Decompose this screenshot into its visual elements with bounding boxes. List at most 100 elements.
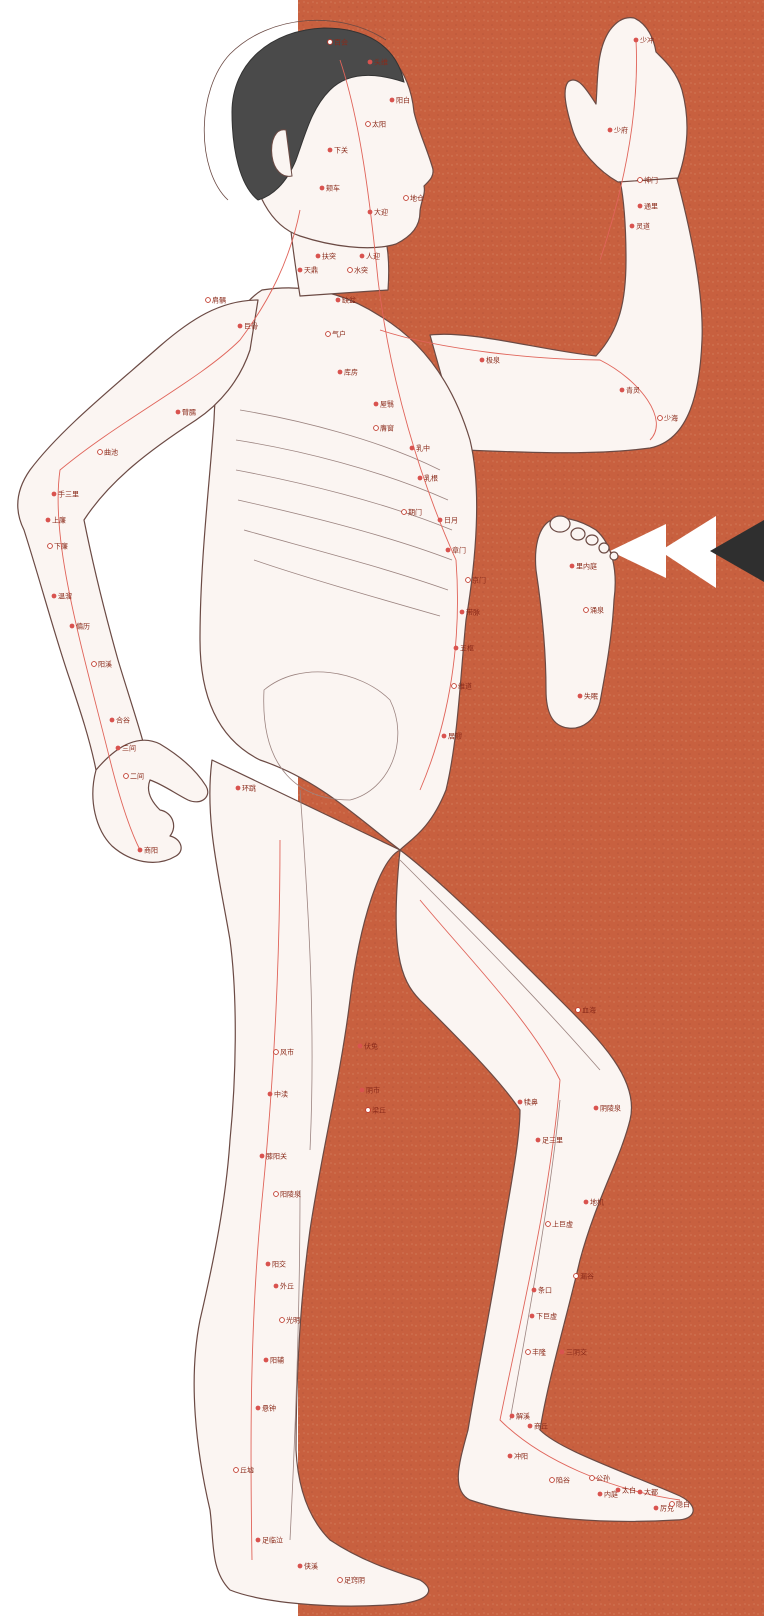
acupoint-marker <box>654 1506 659 1511</box>
acupoint-label: 阴陵泉 <box>600 1104 621 1113</box>
acupoint-label: 少海 <box>664 414 678 423</box>
acupoint-label: 五枢 <box>460 644 474 653</box>
acupoint-label: 足三里 <box>542 1137 563 1145</box>
acupoint-marker <box>452 684 457 689</box>
acupoint-marker <box>630 224 635 229</box>
acupoint-label: 曲池 <box>104 448 118 457</box>
toe <box>610 552 618 560</box>
acupoint-marker <box>238 324 243 329</box>
acupoint-label: 梁丘 <box>372 1106 386 1115</box>
acupoint-marker <box>570 564 575 569</box>
acupoint-marker <box>52 492 57 497</box>
acupoint-marker <box>410 446 415 451</box>
acupoint-label: 屋翳 <box>380 401 394 409</box>
acupoint-label: 阳溪 <box>98 660 112 669</box>
acupoint-label: 风市 <box>280 1048 294 1057</box>
acupoint-marker <box>92 662 97 667</box>
acupoint-label: 上巨虚 <box>552 1220 573 1229</box>
acupoint-marker <box>360 1088 365 1093</box>
acupoint-label: 足临泣 <box>262 1536 283 1545</box>
acupoint-marker <box>316 254 321 259</box>
acupoint-marker <box>368 210 373 215</box>
acupoint-label: 商阳 <box>144 846 158 855</box>
acupoint-marker <box>528 1424 533 1429</box>
acupoint-label: 章门 <box>452 546 466 555</box>
acupoint-marker <box>584 608 589 613</box>
acupoint-label: 缺盆 <box>342 296 356 305</box>
acupoint-label: 太阳 <box>372 120 386 129</box>
acupoint-label: 伏兔 <box>364 1042 378 1051</box>
acupoint-label: 神门 <box>644 176 658 185</box>
acupoint-label: 陷谷 <box>556 1476 570 1485</box>
acupoint-label: 大都 <box>644 1488 658 1497</box>
acupoint-marker <box>336 298 341 303</box>
back-hand <box>93 740 208 862</box>
acupoint-marker <box>256 1406 261 1411</box>
acupoint-label: 期门 <box>408 508 422 517</box>
acupoint-marker <box>268 1092 273 1097</box>
acupoint-marker <box>510 1414 515 1419</box>
acupoint-label: 通里 <box>644 202 658 211</box>
acupoint-marker <box>110 718 115 723</box>
acupoint-label: 隐白 <box>676 1500 690 1509</box>
acupoint-marker <box>446 548 451 553</box>
acupoint-label: 条口 <box>538 1286 552 1295</box>
acupoint-label: 维道 <box>458 682 472 691</box>
acupoint-marker <box>620 388 625 393</box>
acupoint-marker <box>508 1454 513 1459</box>
toe <box>599 543 609 553</box>
acupoint-label: 人迎 <box>366 252 380 261</box>
acupoint-marker <box>536 1138 541 1143</box>
acupoint-label: 下巨虚 <box>536 1312 557 1321</box>
acupoint-label: 大迎 <box>374 208 388 217</box>
acupoint-marker <box>658 416 663 421</box>
acupoint-marker <box>116 746 121 751</box>
acupoint-label: 合谷 <box>116 716 130 725</box>
acupoint-label: 阳陵泉 <box>280 1190 301 1199</box>
acupoint-marker <box>460 610 465 615</box>
acupoint-marker <box>374 402 379 407</box>
acupoint-shoulder-1: 肩髃 <box>206 296 226 305</box>
acupoint-label: 商丘 <box>534 1422 548 1431</box>
acupoint-marker <box>366 122 371 127</box>
acupoint-label: 外丘 <box>280 1282 294 1291</box>
acupoint-marker <box>576 1008 581 1013</box>
acupoint-marker <box>390 98 395 103</box>
acupoint-marker <box>638 178 643 183</box>
acupoint-marker <box>358 1044 363 1049</box>
acupoint-label: 地仓 <box>410 194 424 203</box>
acupoint-marker <box>264 1358 269 1363</box>
acupoint-label: 肩髃 <box>212 296 226 305</box>
acupoint-marker <box>670 1502 675 1507</box>
acupoint-label: 冲阳 <box>514 1452 528 1461</box>
acupoint-label: 巨骨 <box>244 323 258 331</box>
acupoint-marker <box>590 1476 595 1481</box>
acupoint-marker <box>274 1284 279 1289</box>
acupoint-label: 丘墟 <box>240 1466 254 1475</box>
acupoint-label: 阳交 <box>272 1260 286 1269</box>
acupoint-marker <box>438 518 443 523</box>
acupoint-label: 居髎 <box>448 733 462 741</box>
acupoint-marker <box>550 1478 555 1483</box>
acupoint-marker <box>526 1350 531 1355</box>
acupoint-marker <box>138 848 143 853</box>
acupoint-label: 上廉 <box>52 516 66 525</box>
acupoint-marker <box>338 1578 343 1583</box>
acupoint-marker <box>256 1538 261 1543</box>
acupoint-marker <box>48 544 53 549</box>
acupoint-marker <box>124 774 129 779</box>
acupoint-marker <box>466 578 471 583</box>
acupoint-marker <box>608 128 613 133</box>
acupoint-label: 公孙 <box>596 1474 610 1483</box>
acupoint-marker <box>206 298 211 303</box>
acupoint-label: 青灵 <box>626 386 640 395</box>
acupoint-marker <box>70 624 75 629</box>
acupoint-marker <box>442 734 447 739</box>
acupoint-label: 地机 <box>590 1198 604 1207</box>
acupoint-marker <box>418 476 423 481</box>
acupoint-marker <box>338 370 343 375</box>
acupoint-label: 头维 <box>374 58 388 67</box>
acupoint-label: 膝阳关 <box>266 1152 287 1161</box>
acupoint-marker <box>594 1106 599 1111</box>
acupoint-label: 膺窗 <box>380 424 394 433</box>
